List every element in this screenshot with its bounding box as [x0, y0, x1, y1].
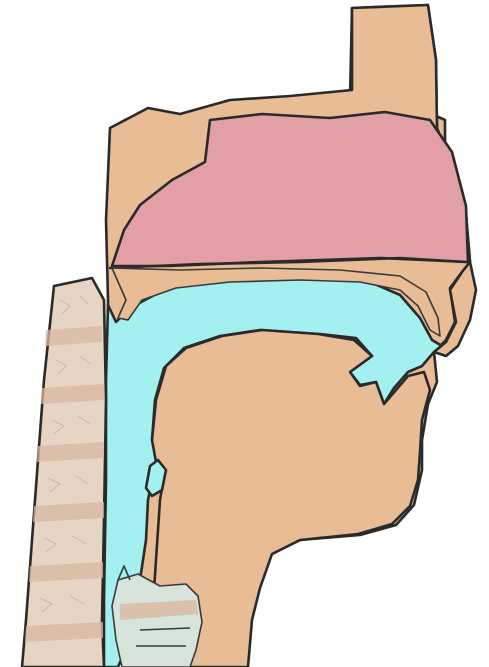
larynx: [112, 574, 202, 667]
epiglottis: [146, 460, 166, 496]
